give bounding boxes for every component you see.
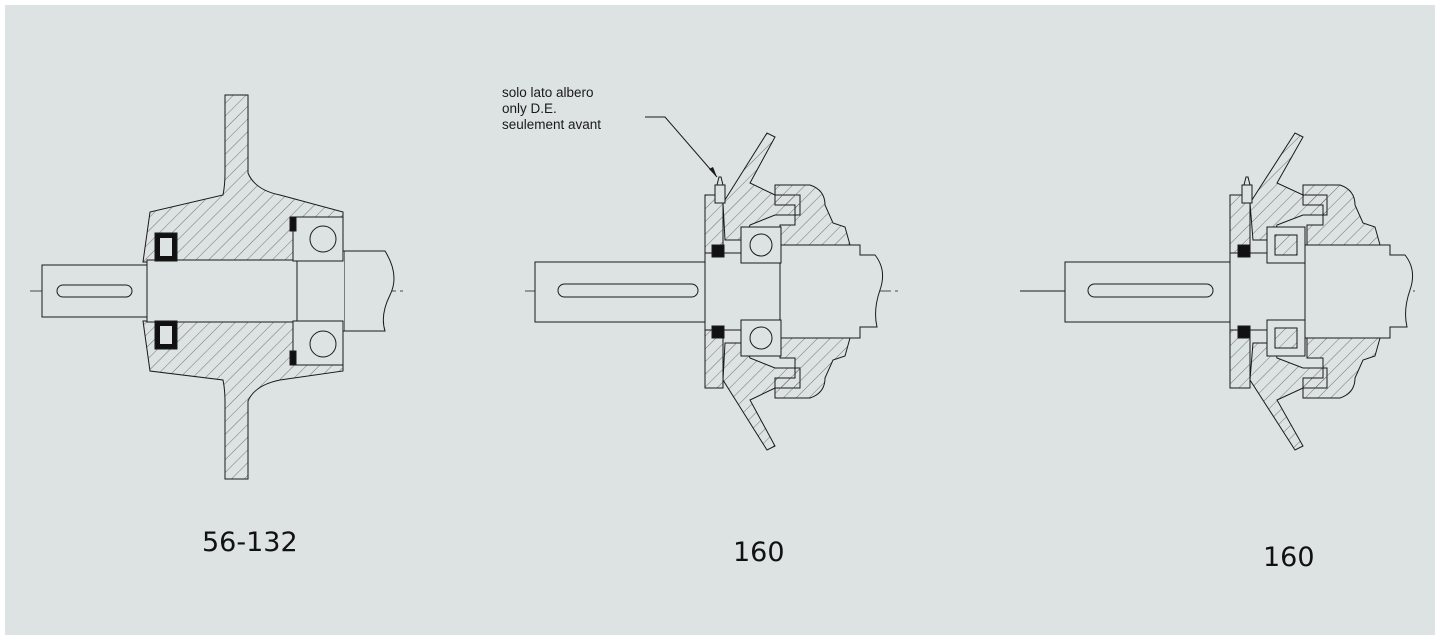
assembly-160-b [1020,132,1415,451]
lubrication-note: solo lato albero only D.E. seulement ava… [502,85,601,133]
frame-size-label-middle: 160 [733,537,785,568]
grease-nipple-tip [1243,176,1251,186]
note-line-2: only D.E. [502,101,557,116]
shaft-tail [779,244,884,339]
seal-inner-top [160,238,172,256]
grease-nipple-tip [716,176,724,186]
shaft-main [1229,252,1306,331]
shaft-step [296,250,346,332]
shaft-tail [345,250,395,332]
ring-bottom [289,350,297,366]
frame-size-label-right: 160 [1263,542,1315,573]
ring-top [289,216,297,232]
bearing-ball-top [749,233,773,257]
grease-nipple [1241,184,1253,204]
seal-top [711,244,725,258]
keyway [557,283,699,298]
frame-size-label-left: 56-132 [202,527,298,558]
bearing-roller-top [1274,234,1298,256]
keyway [1087,283,1214,298]
seal-inner-bottom [160,326,172,344]
bearing-ball-bottom [749,326,773,350]
assembly-56-132 [30,94,405,480]
drawing-canvas: solo lato albero only D.E. seulement ava… [5,5,1435,635]
bearing-top [1266,226,1306,264]
shaft-end [41,264,148,318]
note-line-3: seulement avant [502,117,602,132]
seal-top [1237,244,1251,258]
shaft-end [1064,261,1231,323]
bearing-top [740,226,782,264]
technical-drawing [30,94,1415,480]
bearing-top [292,216,344,262]
shaft-main [146,259,298,323]
grease-nipple [714,184,726,204]
shaft-tail [1304,244,1414,339]
bearing-roller-bottom [1274,327,1298,349]
seal-bottom [711,325,725,339]
assembly-160-a [525,132,900,451]
shaft-main [704,252,781,331]
bearing-ball-top [309,225,337,253]
shaft-end [534,261,706,323]
note-leader-line [645,116,718,178]
bearing-bottom [740,319,782,357]
note-leader-arrow [709,167,717,177]
seal-bottom [1237,325,1251,339]
bearing-bottom [292,320,344,366]
note-line-1: solo lato albero [502,85,594,100]
keyway [56,284,133,298]
bearing-ball-bottom [309,330,337,358]
